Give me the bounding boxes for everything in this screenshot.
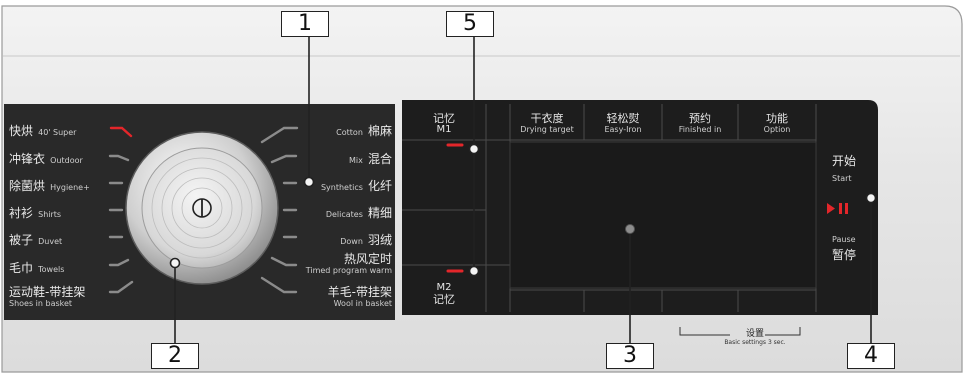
callout-5: 5	[446, 11, 494, 37]
program-label-zh: 快烘	[9, 124, 34, 138]
program-hygiene[interactable]: 除菌烘 Hygiene+	[9, 177, 90, 193]
program-selector-knob[interactable]	[126, 132, 278, 284]
callout-3: 3	[606, 343, 654, 369]
drying-target-label-zh: 干衣度	[530, 112, 564, 125]
program-label-zh: 精细	[367, 206, 392, 220]
program-label-zh: 被子	[9, 233, 34, 247]
program-label-en: Towels	[38, 265, 65, 274]
program-cotton[interactable]: Cotton 棉麻	[336, 122, 392, 138]
program-label-zh: 毛巾	[9, 261, 34, 275]
program-label-en: Hygiene+	[50, 183, 90, 192]
program-label-en: Shoes in basket	[9, 299, 73, 308]
program-duvet[interactable]: 被子 Duvet	[9, 231, 62, 247]
easy-iron-button[interactable]: 轻松熨 Easy-Iron	[584, 113, 662, 143]
program-label-zh: 棉麻	[367, 124, 392, 138]
drying-target-button[interactable]: 干衣度 Drying target	[510, 113, 584, 143]
program-label-zh: 除菌烘	[9, 179, 46, 193]
settings-label-zh: 设置	[745, 329, 764, 339]
callout-2: 2	[151, 343, 199, 369]
pause-label-zh: 暂停	[832, 248, 857, 262]
memory-1-code: M1	[436, 123, 452, 135]
program-towels[interactable]: 毛巾 Towels	[9, 259, 64, 275]
start-pause-button[interactable]	[818, 104, 876, 312]
memory-2-label: 记忆	[433, 292, 455, 306]
option-label-en: Option	[763, 124, 791, 134]
program-label-zh: 混合	[367, 152, 392, 166]
program-timed-warm[interactable]: 热风定时 Timed program warm	[306, 253, 392, 275]
pause-label-en: Pause	[832, 235, 856, 244]
program-shoes-in-basket[interactable]: 运动鞋-带挂架 Shoes in basket	[9, 286, 85, 308]
program-label-zh: 羊毛-带挂架	[327, 285, 392, 299]
program-label-zh: 衬衫	[9, 206, 34, 220]
program-synthetics[interactable]: Synthetics 化纤	[321, 177, 392, 193]
program-label-en: Shirts	[38, 210, 62, 219]
program-label-zh: 化纤	[367, 179, 392, 193]
callout-4: 4	[847, 343, 895, 369]
program-label-en: Wool in basket	[333, 299, 392, 308]
settings-label-en: Basic settings 3 sec.	[724, 339, 786, 346]
program-label-zh: 冲锋衣	[9, 152, 46, 166]
option-button[interactable]: 功能 Option	[738, 113, 816, 143]
program-label-en: Duvet	[38, 237, 63, 246]
finished-in-label-en: Finished in	[678, 124, 722, 134]
memory-2-button[interactable]: M2 记忆	[402, 282, 486, 313]
program-wool-in-basket[interactable]: 羊毛-带挂架 Wool in basket	[328, 286, 392, 308]
display-screen	[509, 141, 817, 289]
settings-hint: 设置 Basic settings 3 sec.	[695, 330, 815, 346]
program-label-zh: 运动鞋-带挂架	[9, 285, 86, 299]
memory-1-label: 记忆	[433, 112, 455, 125]
program-quick-40-super[interactable]: 快烘 40' Super	[9, 122, 76, 138]
memory-1-button[interactable]: 记忆 M1	[402, 113, 486, 143]
program-label-en: Timed program warm	[305, 266, 392, 275]
easy-iron-label-en: Easy-Iron	[604, 124, 642, 134]
program-label-en: Cotton	[336, 128, 363, 137]
program-mix[interactable]: Mix 混合	[349, 150, 392, 166]
start-triangle	[827, 203, 835, 214]
program-label-en: Outdoor	[50, 156, 83, 165]
program-shirts[interactable]: 衬衫 Shirts	[9, 204, 61, 220]
program-outdoor[interactable]: 冲锋衣 Outdoor	[9, 150, 83, 166]
tick-quick	[109, 126, 133, 138]
start-label-en: Start	[832, 174, 852, 183]
program-label-en: Down	[340, 237, 363, 246]
program-label-en: Synthetics	[320, 183, 363, 192]
drying-target-label-en: Drying target	[520, 124, 574, 134]
program-label-zh: 羽绒	[367, 233, 392, 247]
start-label: 开始 Start	[832, 155, 856, 183]
program-label-en: 40' Super	[38, 128, 77, 137]
easy-iron-label-zh: 轻松熨	[606, 112, 640, 125]
program-label-en: Delicates	[325, 210, 363, 219]
program-label-en: Mix	[349, 156, 363, 165]
callout-1: 1	[281, 11, 329, 37]
program-delicates[interactable]: Delicates 精细	[326, 204, 392, 220]
option-label-zh: 功能	[766, 112, 788, 125]
program-down[interactable]: Down 羽绒	[340, 231, 392, 247]
finished-in-button[interactable]: 预约 Finished in	[662, 113, 738, 143]
finished-in-label-zh: 预约	[689, 112, 711, 125]
memory-2-code: M2	[436, 282, 452, 293]
program-label-zh: 热风定时	[343, 252, 392, 266]
pause-label: Pause 暂停	[832, 235, 857, 262]
start-label-zh: 开始	[832, 154, 857, 168]
